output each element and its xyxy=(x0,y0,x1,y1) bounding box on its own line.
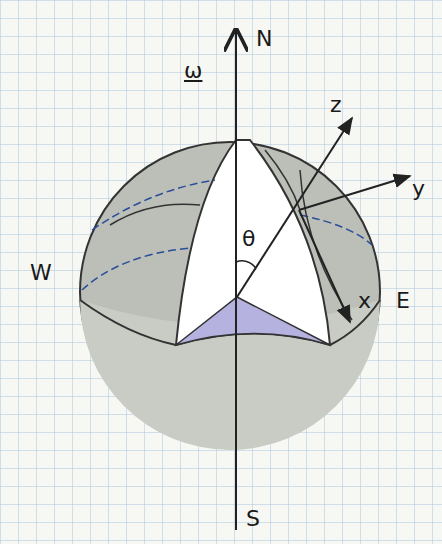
axis-label: z xyxy=(330,94,342,116)
cutaway xyxy=(176,140,330,345)
axis-label: y xyxy=(412,178,425,200)
z-axis xyxy=(237,118,352,297)
pole-label: N xyxy=(256,28,272,50)
rotation-axis xyxy=(235,30,237,530)
omega-label: ω xyxy=(184,60,202,82)
equator-cut xyxy=(176,297,330,345)
x-axis xyxy=(299,210,350,322)
theta-arc xyxy=(236,261,256,268)
y-axis xyxy=(299,176,410,210)
direction-label: E xyxy=(396,290,410,312)
axis-label: x xyxy=(358,290,371,312)
direction-label: W xyxy=(30,262,52,284)
angle-label: θ xyxy=(242,228,255,250)
pole-label: S xyxy=(246,508,260,530)
